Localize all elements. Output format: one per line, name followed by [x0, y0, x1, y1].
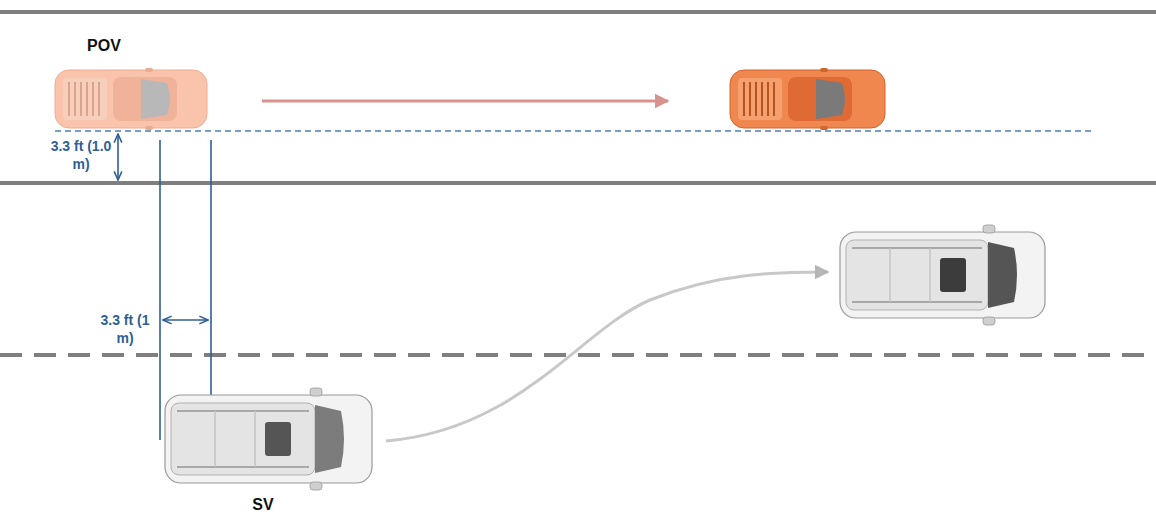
pov-path-line — [55, 130, 1092, 132]
pov-car — [55, 68, 207, 130]
motion-arrow — [262, 100, 668, 103]
lane-line-dashed — [0, 353, 1156, 357]
dimension-label: 3.3 ft (1.0 m) — [50, 138, 112, 173]
dimension-arrow — [163, 319, 208, 321]
extension-line — [159, 140, 161, 440]
trajectory-arrow — [386, 272, 828, 441]
lane-line-solid — [0, 181, 1156, 185]
sv-vehicle — [840, 225, 1045, 325]
vehicle-label: SV — [238, 495, 288, 515]
road-edge — [0, 10, 1156, 14]
vehicle-label: POV — [74, 36, 134, 56]
pov-car — [730, 68, 885, 130]
sv-vehicle — [165, 388, 372, 490]
extension-line — [210, 140, 212, 424]
dimension-arrow — [117, 134, 119, 180]
dimension-label: 3.3 ft (1 m) — [96, 312, 154, 347]
